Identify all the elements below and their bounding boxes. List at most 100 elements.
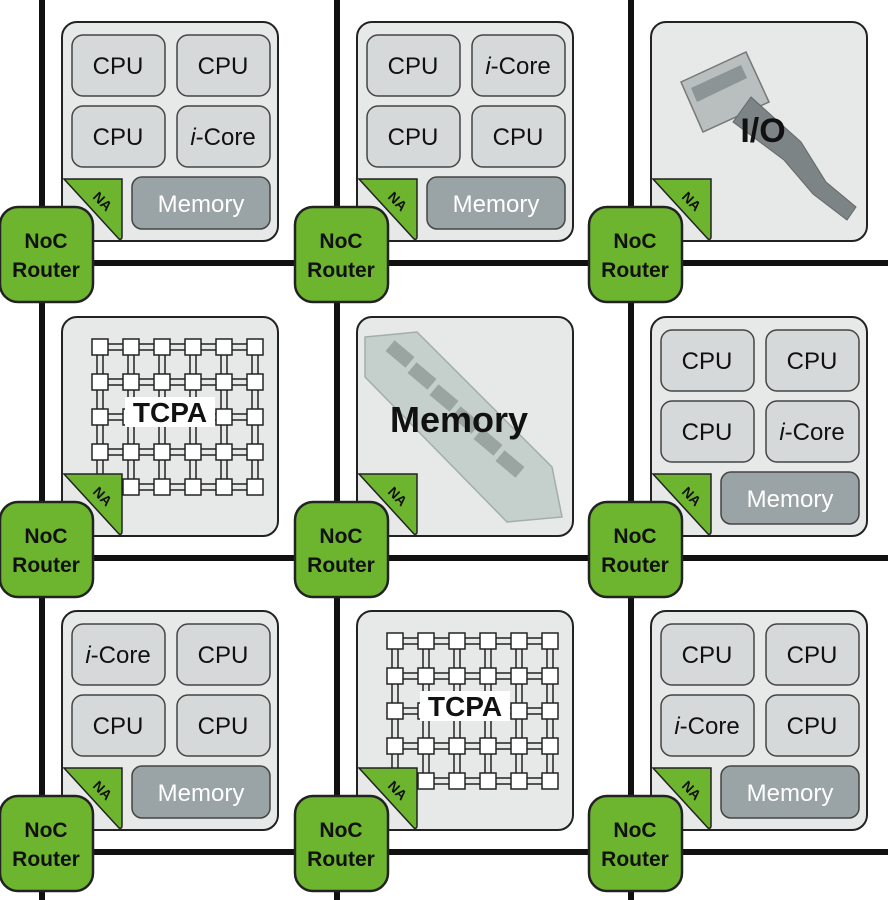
cpu-core bbox=[660, 400, 755, 463]
processing-element bbox=[91, 373, 109, 391]
processing-element bbox=[417, 632, 435, 650]
router-label-line1: NoC bbox=[24, 525, 67, 548]
na-triangle bbox=[62, 473, 123, 535]
core-label: i-Core bbox=[674, 713, 739, 740]
ram-module-icon bbox=[364, 331, 563, 523]
processing-element bbox=[510, 702, 528, 720]
tcpa-label-bg bbox=[125, 397, 215, 427]
processing-element bbox=[246, 478, 264, 496]
cpu-core bbox=[366, 105, 461, 168]
icore-suffix: -Core bbox=[91, 642, 151, 669]
core-label: CPU bbox=[682, 348, 733, 375]
router-box bbox=[587, 500, 684, 599]
cpu-core bbox=[71, 34, 166, 97]
processing-element bbox=[541, 702, 559, 720]
processing-element bbox=[386, 667, 404, 685]
processing-element bbox=[541, 667, 559, 685]
core-label: i-Core bbox=[190, 124, 255, 151]
processing-element bbox=[215, 408, 233, 426]
tcpa-label: TCPA bbox=[133, 397, 207, 428]
router-label-line2: Router bbox=[12, 554, 80, 577]
processing-element bbox=[510, 632, 528, 650]
core-label: CPU bbox=[198, 642, 249, 669]
router-label-line1: NoC bbox=[613, 525, 656, 548]
core-label: CPU bbox=[93, 53, 144, 80]
router-label-line1: NoC bbox=[319, 819, 362, 842]
na-triangle bbox=[357, 178, 418, 240]
local-memory bbox=[131, 765, 271, 819]
i-core bbox=[471, 34, 566, 97]
memory-label: Memory bbox=[747, 780, 834, 807]
ram-chip bbox=[451, 406, 481, 434]
router-label-line1: NoC bbox=[319, 230, 362, 253]
processing-element bbox=[153, 338, 171, 356]
icore-prefix: i bbox=[674, 713, 680, 740]
cpu-core bbox=[366, 34, 461, 97]
router-label-line1: NoC bbox=[24, 819, 67, 842]
network-adapter: NA bbox=[55, 767, 123, 829]
router-label-line1: NoC bbox=[613, 230, 656, 253]
io-label: I/O bbox=[740, 112, 785, 150]
processing-element bbox=[246, 408, 264, 426]
processing-element bbox=[184, 478, 202, 496]
processing-element bbox=[510, 772, 528, 790]
router-box bbox=[293, 500, 390, 599]
cpu-core bbox=[176, 694, 271, 757]
cpu-core bbox=[176, 623, 271, 686]
processing-element bbox=[386, 632, 404, 650]
i-core bbox=[765, 400, 860, 463]
processing-element bbox=[246, 338, 264, 356]
tile-io: I/ONA bbox=[644, 21, 868, 242]
processing-element bbox=[122, 443, 140, 461]
usb-plug-icon bbox=[680, 51, 857, 221]
processing-element bbox=[215, 338, 233, 356]
tcpa-label: TCPA bbox=[428, 691, 502, 722]
core-label: CPU bbox=[388, 124, 439, 151]
icore-suffix: -Core bbox=[680, 713, 740, 740]
i-core bbox=[176, 105, 271, 168]
memory-label: Memory bbox=[453, 191, 540, 218]
router-box bbox=[0, 500, 95, 599]
icore-prefix: i bbox=[85, 642, 91, 669]
memory-label: Memory bbox=[158, 191, 245, 218]
router-label-line2: Router bbox=[307, 554, 375, 577]
usb-cable bbox=[732, 96, 857, 221]
routers-layer: NoCRouterNoCRouterNoCRouterNoCRouterNoCR… bbox=[0, 205, 684, 893]
processing-element bbox=[541, 632, 559, 650]
na-triangle bbox=[651, 178, 712, 240]
processing-element bbox=[386, 737, 404, 755]
processing-element bbox=[91, 443, 109, 461]
processing-element bbox=[122, 478, 140, 496]
local-memory bbox=[720, 765, 860, 819]
processing-element bbox=[153, 373, 171, 391]
processing-element bbox=[479, 667, 497, 685]
cpu-core bbox=[71, 694, 166, 757]
router-box bbox=[587, 205, 684, 304]
cpu-core bbox=[765, 623, 860, 686]
processing-element bbox=[215, 373, 233, 391]
processing-element bbox=[122, 373, 140, 391]
ram-chip bbox=[495, 450, 525, 478]
processing-element bbox=[153, 478, 171, 496]
router-label-line2: Router bbox=[601, 259, 669, 282]
cpu-core bbox=[71, 105, 166, 168]
memory-label: Memory bbox=[747, 486, 834, 513]
network-adapter: NA bbox=[350, 178, 418, 240]
processing-element bbox=[215, 443, 233, 461]
processing-element bbox=[417, 667, 435, 685]
noc-router: NoC Router bbox=[587, 205, 684, 304]
i-core bbox=[660, 694, 755, 757]
icore-prefix: i bbox=[485, 53, 491, 80]
processing-element bbox=[184, 443, 202, 461]
core-label: CPU bbox=[787, 713, 838, 740]
